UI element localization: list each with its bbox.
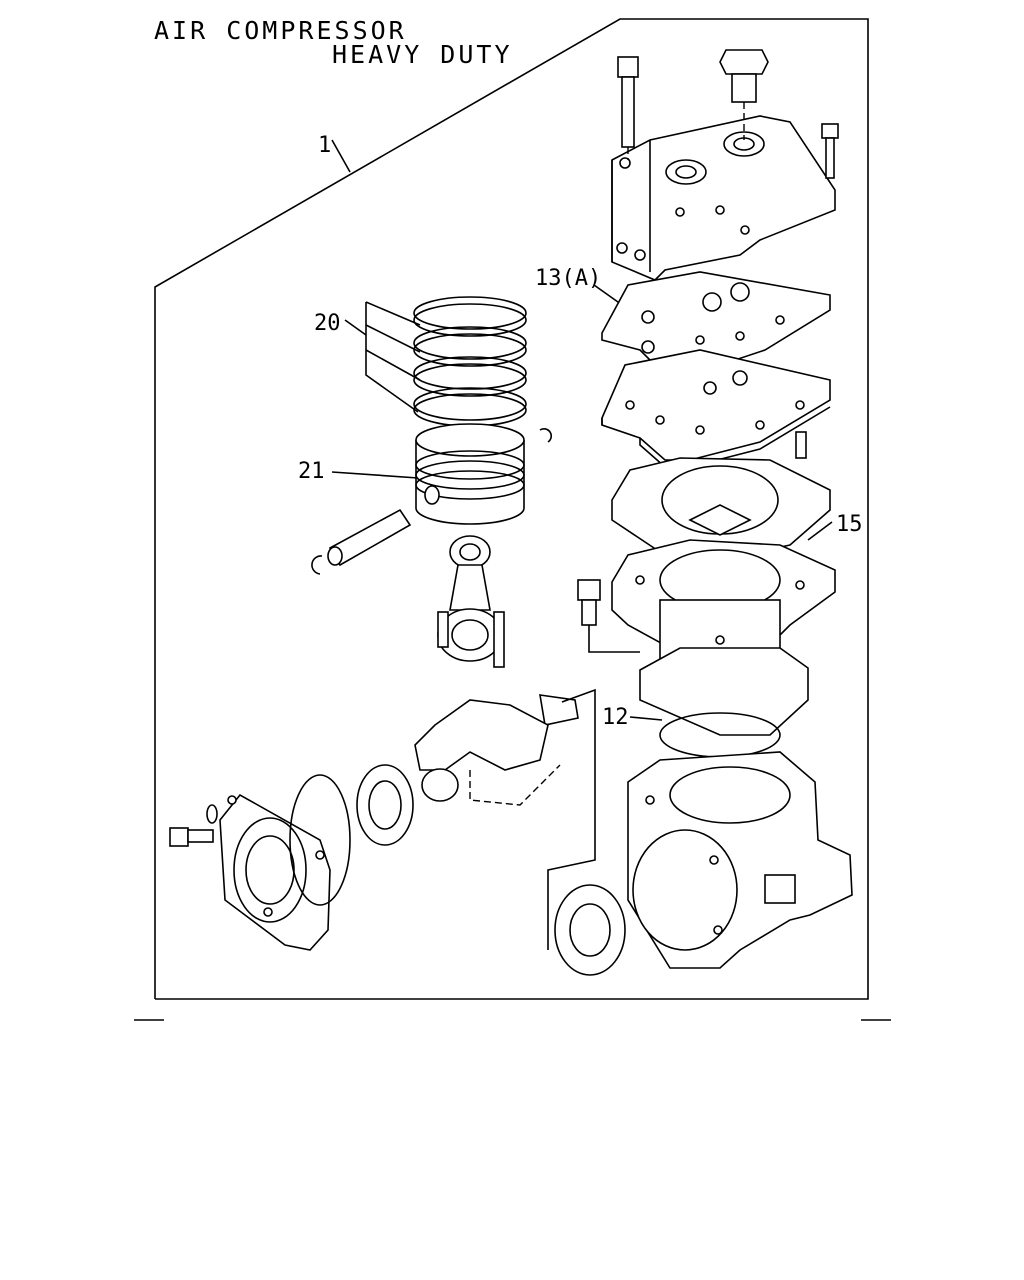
cylinder-gasket (611, 457, 831, 559)
callout-21: 21 (298, 459, 325, 484)
valve-plate-screw (795, 431, 807, 459)
callout-15: 15 (836, 512, 863, 537)
callout-12: 12 (602, 705, 629, 730)
cylinder-bolt (577, 579, 640, 653)
piston-rings (413, 296, 527, 427)
connecting-rod (437, 535, 505, 668)
piston-pin (327, 508, 412, 567)
valve-plate (601, 349, 831, 468)
head-bolt-left (617, 56, 639, 160)
snap-ring-left (311, 555, 323, 575)
diagram-title-line2: HEAVY DUTY (332, 40, 513, 69)
end-cover (219, 774, 351, 951)
head-bolt-right (821, 123, 839, 179)
fitting-plug (719, 49, 769, 140)
crankcase (627, 751, 853, 969)
diagram-title-line1: AIR COMPRESSOR (154, 16, 407, 45)
main-bearing-rear (554, 884, 626, 976)
piston (415, 423, 525, 525)
end-cover-bolt (169, 804, 218, 847)
cylinder-head (611, 115, 836, 281)
snap-ring-right (539, 427, 552, 443)
head-gasket (601, 271, 831, 376)
main-bearing-front (356, 764, 414, 846)
callout-1: 1 (318, 133, 331, 158)
callout-13a: 13(A) (535, 266, 601, 291)
assembly-frame (154, 18, 869, 1000)
crankshaft (414, 688, 596, 950)
callout-20: 20 (314, 311, 341, 336)
cylinder-block (611, 539, 836, 736)
